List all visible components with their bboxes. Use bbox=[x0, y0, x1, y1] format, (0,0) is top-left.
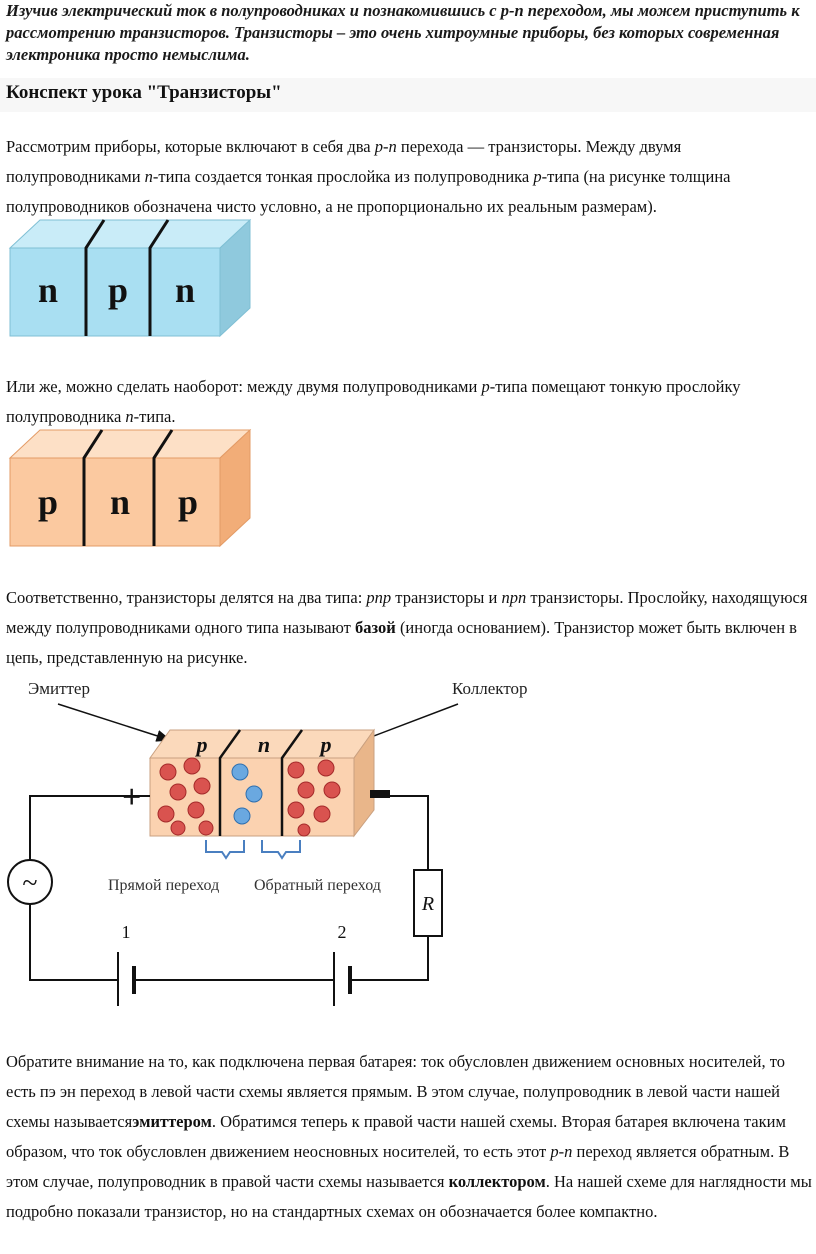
wire-right-bottom bbox=[350, 936, 429, 981]
resistor bbox=[413, 869, 443, 937]
wire-right bbox=[374, 795, 429, 870]
emitter-label: Эмиттер bbox=[28, 679, 90, 698]
pnp-junction-2 bbox=[152, 429, 174, 546]
npn-label-3: n bbox=[175, 270, 195, 310]
npn-top-face bbox=[8, 219, 252, 249]
collector-arrow bbox=[356, 703, 459, 743]
transistor-junction-1 bbox=[218, 729, 242, 836]
right-holes bbox=[287, 759, 341, 837]
plus-terminal: + bbox=[122, 779, 141, 816]
paragraph-2: Или же, можно сделать наоборот: между дв… bbox=[6, 377, 741, 426]
resistor-label: R bbox=[421, 893, 434, 915]
pnp-label-3: p bbox=[178, 482, 198, 522]
battery-1-label: 1 bbox=[122, 922, 131, 942]
forward-junction-label: Прямой переход bbox=[108, 877, 219, 894]
minus-terminal bbox=[370, 790, 390, 798]
collector-label: Коллектор bbox=[452, 679, 528, 698]
npn-label-2: p bbox=[108, 270, 128, 310]
wire-left bbox=[29, 795, 150, 860]
npn-junction-2 bbox=[148, 219, 170, 336]
transistor-label-3: p bbox=[319, 732, 332, 757]
pnp-block-figure: p n p bbox=[8, 428, 252, 548]
reverse-junction-label: Обратный переход bbox=[254, 877, 381, 894]
reverse-brace bbox=[261, 840, 301, 860]
page-title: Конспект урока "Транзисторы" bbox=[6, 82, 282, 103]
transistor-circuit-figure: Эмиттер Коллектор p n p Прямой переход О… bbox=[7, 679, 528, 1006]
pnp-front-face bbox=[9, 457, 221, 547]
paragraph-3: Соответственно, транзисторы делятся на д… bbox=[6, 588, 808, 667]
battery-2-label: 2 bbox=[338, 922, 347, 942]
paragraph-1: Рассмотрим приборы, которые включают в с… bbox=[6, 137, 731, 216]
emitter-arrow bbox=[57, 703, 172, 742]
pnp-label-1: p bbox=[38, 482, 58, 522]
pnp-top-face bbox=[8, 429, 252, 459]
forward-brace bbox=[205, 840, 245, 860]
left-holes bbox=[157, 757, 214, 836]
base-electrons bbox=[231, 763, 263, 825]
paragraph-4: Обратите внимание на то, как подключена … bbox=[6, 1052, 812, 1221]
npn-block-figure: n p n bbox=[8, 218, 252, 338]
npn-label-1: n bbox=[38, 270, 58, 310]
title-bar bbox=[0, 78, 816, 112]
ac-source-symbol: ~ bbox=[22, 868, 37, 899]
intro-text: Изучив электрический ток в полупроводник… bbox=[6, 1, 800, 64]
transistor-label-1: p bbox=[195, 732, 208, 757]
pnp-label-2: n bbox=[110, 482, 130, 522]
transistor-label-2: n bbox=[258, 732, 270, 757]
wire-left-bottom bbox=[29, 904, 118, 981]
transistor-junction-2 bbox=[280, 729, 304, 836]
ac-source bbox=[7, 859, 53, 905]
npn-junction-1 bbox=[84, 219, 106, 336]
npn-front-face bbox=[9, 247, 221, 337]
pnp-junction-1 bbox=[82, 429, 104, 546]
